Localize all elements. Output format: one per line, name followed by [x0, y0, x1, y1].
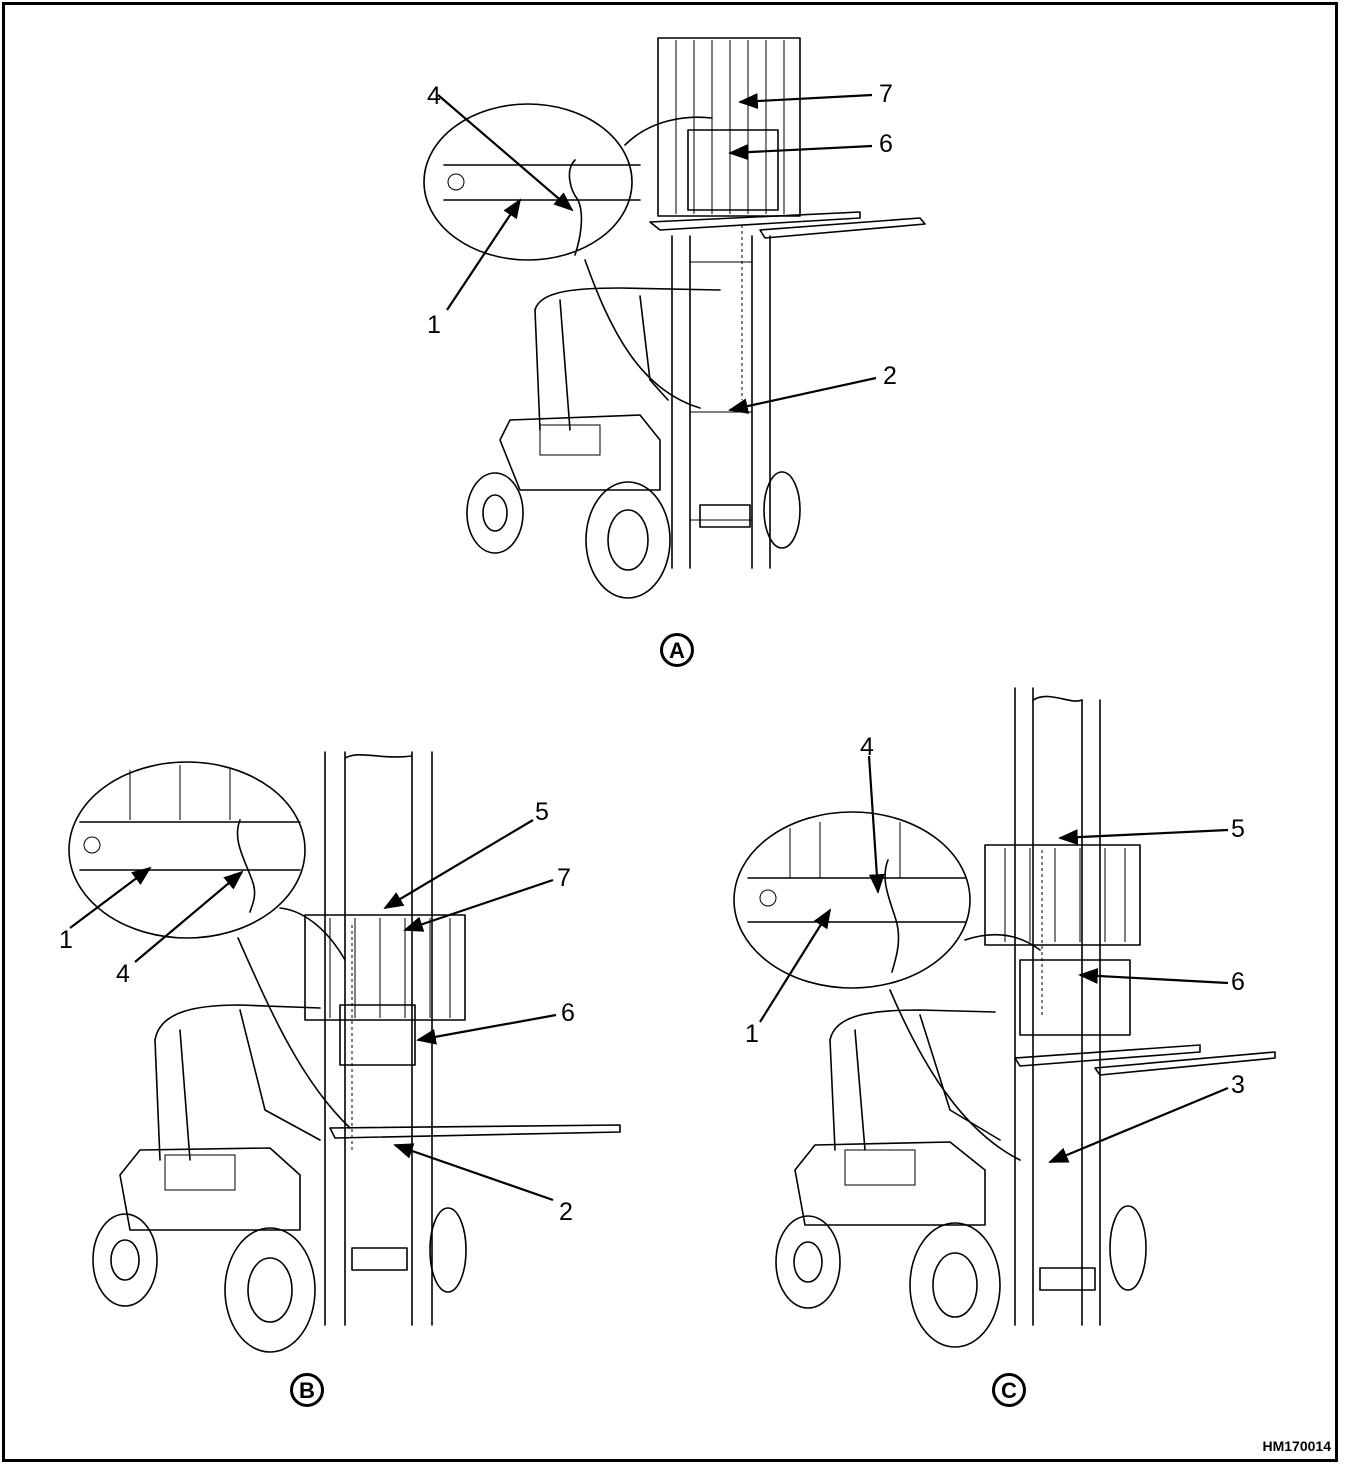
- callout-c-4: 4: [860, 733, 874, 761]
- forklift-a: [423, 37, 926, 599]
- forklift-b: [68, 751, 621, 1353]
- callout-c-5: 5: [1231, 815, 1245, 843]
- callout-b-6: 6: [561, 999, 575, 1027]
- figure-a-marker: A: [660, 633, 694, 667]
- figure-b-marker: B: [290, 1373, 324, 1407]
- callout-c-3: 3: [1231, 1071, 1245, 1099]
- callout-a-7: 7: [879, 80, 893, 108]
- callout-b-2: 2: [559, 1198, 573, 1226]
- drawing-code: HM170014: [1262, 1438, 1332, 1454]
- callout-b-7: 7: [557, 864, 571, 892]
- forklift-c: [733, 687, 1276, 1348]
- callout-b-5: 5: [535, 798, 549, 826]
- callout-a-2: 2: [883, 362, 897, 390]
- callout-a-4: 4: [427, 82, 441, 110]
- callout-a-1: 1: [427, 311, 441, 339]
- callout-c-1: 1: [745, 1020, 759, 1048]
- callout-b-1: 1: [59, 926, 73, 954]
- figure-c-marker: C: [992, 1373, 1026, 1407]
- callout-b-4: 4: [116, 960, 130, 988]
- leader-lines: [69, 93, 1229, 1202]
- callout-a-6: 6: [879, 130, 893, 158]
- callout-c-6: 6: [1231, 968, 1245, 996]
